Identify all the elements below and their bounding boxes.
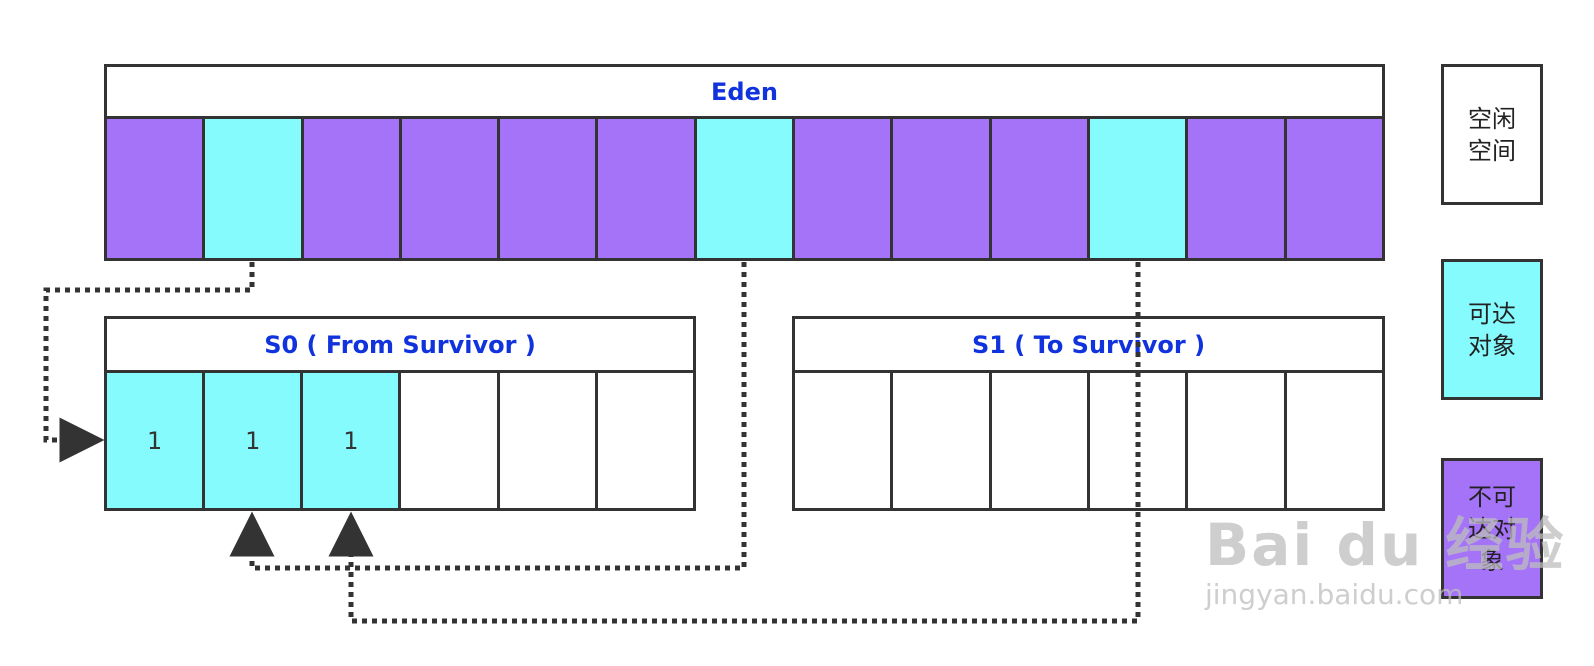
legend-free: 空闲空间 — [1441, 64, 1543, 205]
s0-cells: 1 1 1 — [104, 370, 696, 511]
s0-cell-label: 1 — [343, 426, 359, 455]
eden-cell-11 — [1086, 116, 1189, 261]
s0-cell-1: 1 — [104, 370, 206, 511]
s1-cell-6 — [1283, 370, 1385, 511]
eden-cell-3 — [300, 116, 402, 261]
s1-cell-5 — [1185, 370, 1287, 511]
s1-cell-2 — [890, 370, 992, 511]
eden-cell-9 — [890, 116, 992, 261]
eden-title: Eden — [711, 77, 778, 106]
eden-cell-8 — [792, 116, 894, 261]
eden-cell-4 — [398, 116, 501, 261]
s1-cell-3 — [988, 370, 1090, 511]
s1-cells — [792, 370, 1385, 511]
s0-cell-6 — [594, 370, 696, 511]
eden-cells — [104, 116, 1385, 261]
legend-reachable: 可达对象 — [1441, 259, 1543, 400]
eden-cell-5 — [497, 116, 599, 261]
eden-cell-7 — [693, 116, 796, 261]
s0-cell-3: 1 — [300, 370, 402, 511]
eden-title-bar: Eden — [104, 64, 1385, 119]
legend-reachable-label: 可达对象 — [1468, 299, 1516, 360]
eden-cell-13 — [1283, 116, 1385, 261]
s1-cell-4 — [1086, 370, 1189, 511]
legend-unreachable: 不可达对象 — [1441, 458, 1543, 599]
s0-cell-5 — [496, 370, 598, 511]
s0-cell-2: 1 — [202, 370, 304, 511]
s0-cell-label: 1 — [146, 426, 163, 455]
eden-cell-10 — [988, 116, 1090, 261]
legend-free-label: 空闲空间 — [1468, 104, 1516, 165]
eden-cell-1 — [104, 116, 206, 261]
s0-cell-4 — [398, 370, 500, 511]
s0-title-bar: S0 ( From Survivor ) — [104, 316, 696, 373]
eden-cell-2 — [202, 116, 304, 261]
s0-cell-label: 1 — [245, 426, 261, 455]
eden-cell-12 — [1185, 116, 1287, 261]
s1-title-bar: S1 ( To Survivor ) — [792, 316, 1385, 373]
s0-title: S0 ( From Survivor ) — [264, 330, 536, 359]
s1-cell-1 — [792, 370, 894, 511]
legend-unreachable-label: 不可达对象 — [1468, 482, 1516, 575]
s1-title: S1 ( To Survivor ) — [971, 330, 1206, 359]
eden-cell-6 — [595, 116, 697, 261]
